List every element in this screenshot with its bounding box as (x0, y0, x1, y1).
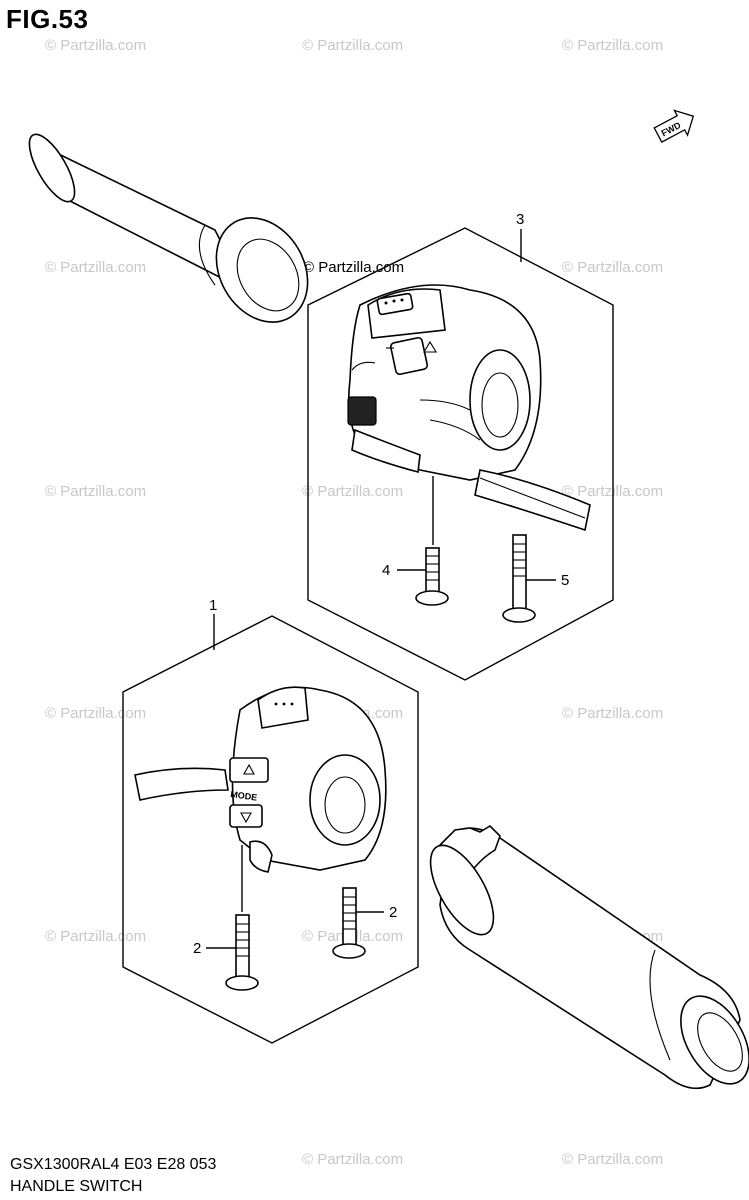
watermark: © Partzilla.com (302, 37, 403, 54)
figure-title: FIG.53 (6, 4, 89, 34)
model-code: GSX1300RAL4 E03 E28 053 (10, 1156, 217, 1173)
throttle-grip (429, 824, 749, 1090)
section-name: HANDLE SWITCH (10, 1178, 143, 1195)
screw-part-4 (415, 547, 449, 606)
watermark: © Partzilla.com (302, 483, 403, 500)
watermark: © Partzilla.com (45, 37, 146, 54)
callout-part-2a: 2 (193, 940, 201, 957)
watermark-layer: © Partzilla.com © Partzilla.com © Partzi… (45, 37, 663, 1168)
watermark: © Partzilla.com (45, 705, 146, 722)
callout-part-3: 3 (516, 211, 524, 228)
watermark: © Partzilla.com (562, 259, 663, 276)
watermark: © Partzilla.com (562, 705, 663, 722)
screw-part-5 (502, 534, 536, 623)
watermark: © Partzilla.com (45, 259, 146, 276)
watermark: © Partzilla.com (45, 928, 146, 945)
watermark: © Partzilla.com (562, 37, 663, 54)
callout-part-1: 1 (209, 597, 217, 614)
callout-part-2b: 2 (389, 904, 397, 921)
watermark: © Partzilla.com (45, 483, 146, 500)
assembly-frame-3 (307, 227, 614, 681)
assembly-frame-1 (122, 615, 419, 1044)
mode-label: MODE (230, 789, 258, 803)
watermark: © Partzilla.com (302, 1151, 403, 1168)
callout-part-4: 4 (382, 562, 390, 579)
screw-part-2-short (332, 887, 366, 959)
fwd-arrow-icon: FWD (653, 109, 695, 143)
left-grip (28, 133, 309, 323)
screw-part-2-long (225, 914, 259, 991)
callout-part-5: 5 (561, 572, 569, 589)
watermark: © Partzilla.com (562, 1151, 663, 1168)
watermark-prominent: © Partzilla.com (303, 259, 404, 276)
left-handle-switch: MODE (134, 686, 387, 873)
right-handle-switch (347, 284, 591, 532)
